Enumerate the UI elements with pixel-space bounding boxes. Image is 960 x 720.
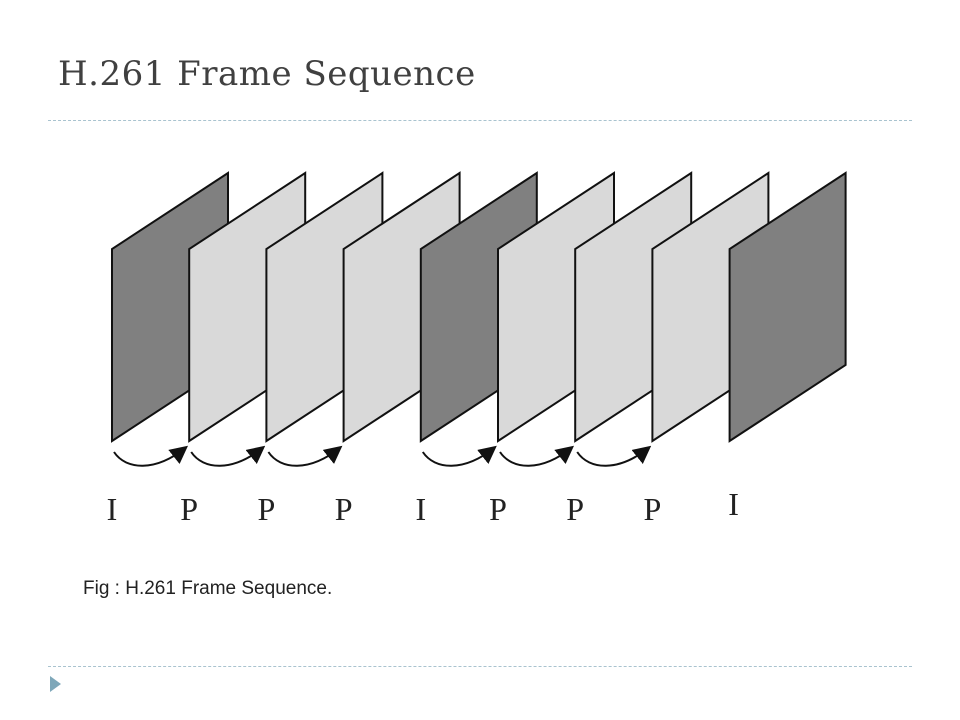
prediction-arrow-4 xyxy=(421,445,497,467)
frame-label-6: P xyxy=(489,491,507,527)
frame-label-1: I xyxy=(107,491,118,527)
frame-label-8: P xyxy=(644,491,662,527)
frame-label-9: I xyxy=(728,486,739,522)
title-divider xyxy=(48,120,912,121)
frame-label-3: P xyxy=(258,491,276,527)
prediction-arrow-2 xyxy=(190,445,266,467)
frame-label-2: P xyxy=(180,491,198,527)
frame-label-5: I xyxy=(415,491,426,527)
frame-label-7: P xyxy=(566,491,584,527)
frame-label-4: P xyxy=(335,491,353,527)
footer-divider xyxy=(48,666,912,667)
prediction-arrow-5 xyxy=(499,445,575,467)
prediction-arrow-6 xyxy=(576,445,652,467)
slide-title: H.261 Frame Sequence xyxy=(58,54,476,94)
figure-caption: Fig : H.261 Frame Sequence. xyxy=(83,578,333,599)
prediction-arrow-1 xyxy=(113,445,189,467)
frame-9-intra xyxy=(728,171,847,443)
triangle-right-icon[interactable] xyxy=(50,676,61,692)
prediction-arrow-3 xyxy=(267,445,343,467)
